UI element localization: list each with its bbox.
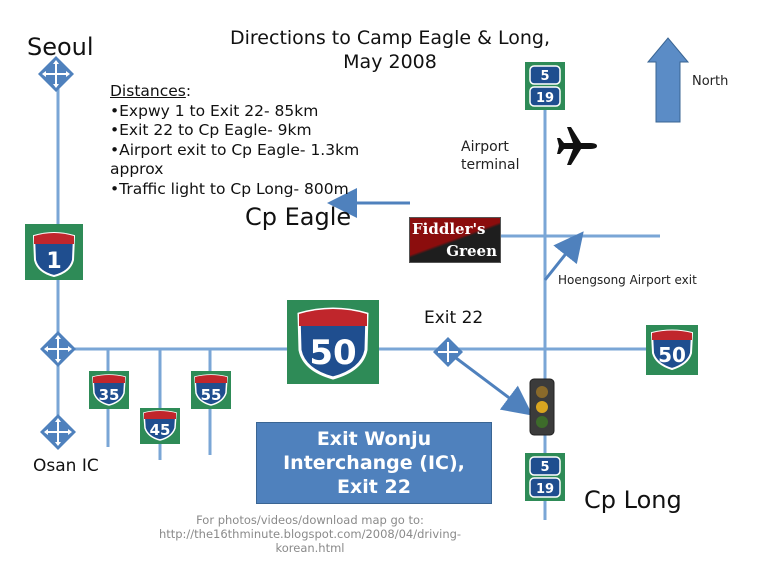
expwy45-number: 45 — [150, 421, 171, 439]
route19-bottom-number: 19 — [536, 482, 554, 497]
route5-top-number: 5 — [540, 69, 549, 84]
distance-item: approx — [110, 160, 164, 178]
distance-item: •Exit 22 to Cp Eagle- 9km — [110, 121, 312, 139]
interchange-diamond-icon — [40, 414, 76, 450]
interchange-diamond-icon — [40, 331, 76, 367]
north-arrow-icon — [646, 37, 690, 123]
airport-label-line-1: Airport — [461, 139, 509, 155]
distances-colon: : — [185, 82, 192, 100]
traffic-light-icon — [529, 378, 555, 436]
interchange-diamond-icon — [433, 337, 463, 367]
wonju-interchange-callout: Exit Wonju Interchange (IC), Exit 22 — [256, 422, 492, 504]
exit22-to-light-arrow — [447, 350, 533, 416]
airport-exit-ramp — [543, 231, 584, 281]
fiddlers-green-line-1: Fiddler's — [412, 220, 486, 238]
fiddlers-green-sign: Fiddler's Green — [409, 217, 501, 263]
footer-note: For photos/videos/download map go to: ht… — [140, 513, 480, 555]
route19-top-number: 19 — [536, 91, 554, 106]
route5-bottom-number: 5 — [540, 460, 549, 475]
callout-line-3: Exit 22 — [337, 476, 411, 498]
footer-link-line-3[interactable]: korean.html — [275, 541, 345, 555]
interchange-diamond-icon — [38, 56, 74, 92]
hoengsong-exit-label: Hoengsong Airport exit — [558, 273, 697, 287]
fiddlers-green-line-2: Green — [446, 242, 497, 260]
expwy35-number: 35 — [99, 386, 120, 404]
distance-item: •Traffic light to Cp Long- 800m — [110, 179, 349, 198]
expwy50-east-number: 50 — [658, 343, 686, 367]
footer-link-line-2[interactable]: http://the16thminute.blogspot.com/2008/0… — [158, 527, 462, 541]
title-line-1: Directions to Camp Eagle & Long, — [230, 27, 550, 49]
route5-19-bottom-shield: 5 19 — [525, 453, 565, 501]
callout-line-1: Exit Wonju — [316, 428, 432, 450]
expwy1-shield-number: 1 — [46, 249, 61, 274]
north-label: North — [692, 74, 729, 89]
distance-item: •Expwy 1 to Exit 22- 85km — [110, 101, 319, 120]
airplane-icon — [557, 127, 597, 165]
page-title: Directions to Camp Eagle & Long, May 200… — [190, 26, 590, 74]
expwy50-east-shield: 50 — [646, 325, 698, 375]
exit22-label: Exit 22 — [424, 308, 484, 328]
interchanges — [38, 56, 463, 450]
cp-eagle-label: Cp Eagle — [245, 203, 352, 231]
expwy45-shield: 45 — [140, 408, 180, 444]
footer-line-1: For photos/videos/download map go to: — [196, 513, 424, 527]
expwy35-shield: 35 — [89, 371, 129, 409]
route5-19-top-shield: 5 19 — [525, 62, 565, 110]
title-line-2: May 2008 — [343, 51, 437, 73]
airport-label-line-2: terminal — [461, 157, 520, 173]
expwy55-number: 55 — [201, 386, 222, 404]
airport-terminal-label: Airport terminal — [461, 138, 519, 174]
distance-item: •Airport exit to Cp Eagle- 1.3km — [110, 140, 360, 159]
expwy1-shield: 1 — [25, 224, 83, 280]
expwy50-main-shield: 50 — [287, 300, 379, 384]
seoul-label: Seoul — [27, 33, 94, 61]
distances-heading: Distances — [110, 82, 186, 100]
callout-line-2: Interchange (IC), — [283, 452, 465, 474]
osan-ic-label: Osan IC — [33, 456, 99, 476]
distances-panel: Distances: •Expwy 1 to Exit 22- 85km •Ex… — [110, 82, 359, 199]
expwy50-main-number: 50 — [309, 333, 356, 373]
cp-long-label: Cp Long — [584, 486, 682, 514]
expwy55-shield: 55 — [191, 371, 231, 409]
